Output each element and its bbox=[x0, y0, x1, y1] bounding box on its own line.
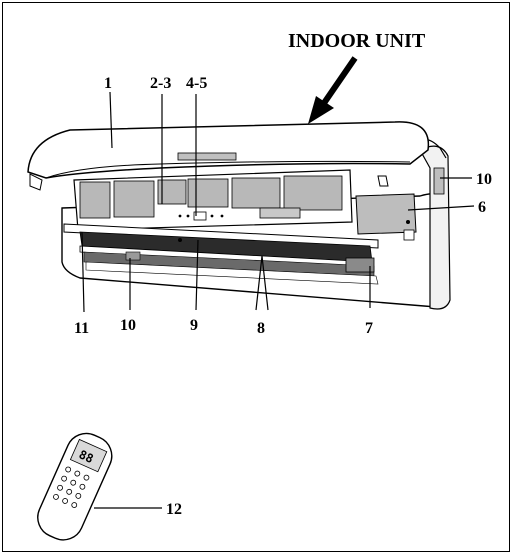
leader-lines bbox=[81, 91, 475, 509]
label-1: 1 bbox=[104, 75, 112, 92]
label-11: 11 bbox=[74, 320, 89, 337]
diagram-frame bbox=[2, 2, 510, 552]
air-outlet-louvers bbox=[63, 223, 379, 285]
air-filters bbox=[73, 169, 353, 231]
label-2-3: 2-3 bbox=[150, 75, 171, 92]
remote-control: 88 bbox=[37, 432, 113, 541]
label-12: 12 bbox=[166, 501, 182, 518]
label-6: 6 bbox=[478, 199, 486, 216]
indoor-unit-arrow bbox=[308, 56, 358, 124]
label-10-right: 10 bbox=[476, 171, 492, 188]
label-4-5: 4-5 bbox=[186, 75, 207, 92]
right-side-element bbox=[433, 167, 445, 195]
label-7: 7 bbox=[365, 320, 373, 337]
electronic-box bbox=[355, 193, 417, 241]
label-9: 9 bbox=[190, 317, 198, 334]
label-10-bottom: 10 bbox=[120, 317, 136, 334]
remote-display-digits: 88 bbox=[77, 447, 96, 466]
front-panel bbox=[27, 121, 430, 191]
label-8: 8 bbox=[257, 320, 265, 337]
diagram-title: INDOOR UNIT bbox=[288, 30, 426, 52]
